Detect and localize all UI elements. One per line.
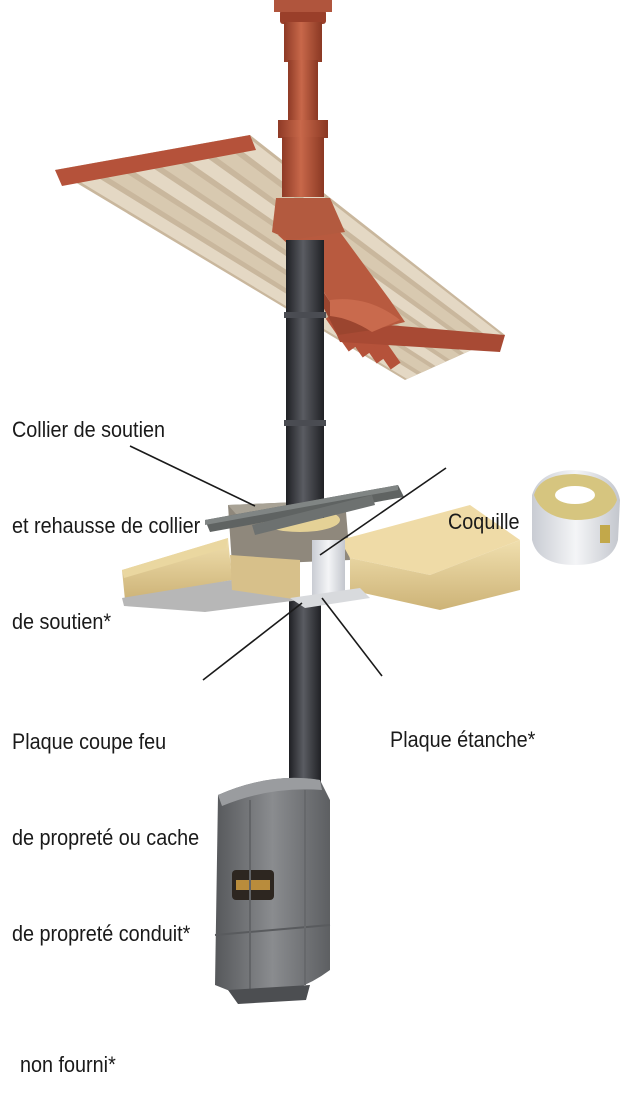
- chimney-installation-illustration: [55, 0, 620, 1004]
- label-collier-line-2: et rehausse de collier: [12, 513, 201, 538]
- label-non-fourni-text: non fourni*: [20, 1052, 116, 1077]
- label-collier-line-1: Collier de soutien: [12, 417, 165, 442]
- label-collier-line-3: de soutien*: [12, 609, 112, 634]
- roof-tile-ridge: [59, 165, 418, 380]
- leader-plaque-etanche: [321, 597, 383, 677]
- coquille-shell: [532, 470, 620, 565]
- label-non-fourni: non fourni*: [20, 985, 116, 1113]
- label-plaque-etanche-text: Plaque étanche*: [390, 727, 536, 752]
- label-plaque-coupe-feu-line-1: Plaque coupe feu: [12, 729, 167, 754]
- leader-lines: [129, 445, 447, 681]
- label-plaque-coupe-feu-line-2: de propreté ou cache: [12, 825, 200, 850]
- stove: [214, 777, 331, 1004]
- label-collier: Collier de soutien et rehausse de collie…: [12, 350, 200, 670]
- label-coquille-text: Coquille: [448, 509, 520, 534]
- label-plaque-coupe-feu: Plaque coupe feu de propreté ou cache de…: [12, 662, 199, 982]
- insulation-slabs: [122, 505, 520, 612]
- leader-collier: [129, 445, 256, 507]
- leader-coquille: [319, 467, 447, 556]
- flue-pipe: [284, 240, 326, 795]
- label-coquille: Coquille: [448, 442, 520, 570]
- roof-tiles: [55, 135, 505, 380]
- label-plaque-coupe-feu-line-3: de propreté conduit*: [12, 921, 191, 946]
- leader-plaque-coupe-feu: [202, 602, 303, 681]
- label-plaque-etanche: Plaque étanche*: [390, 660, 535, 788]
- chimney-terminal: [272, 0, 345, 240]
